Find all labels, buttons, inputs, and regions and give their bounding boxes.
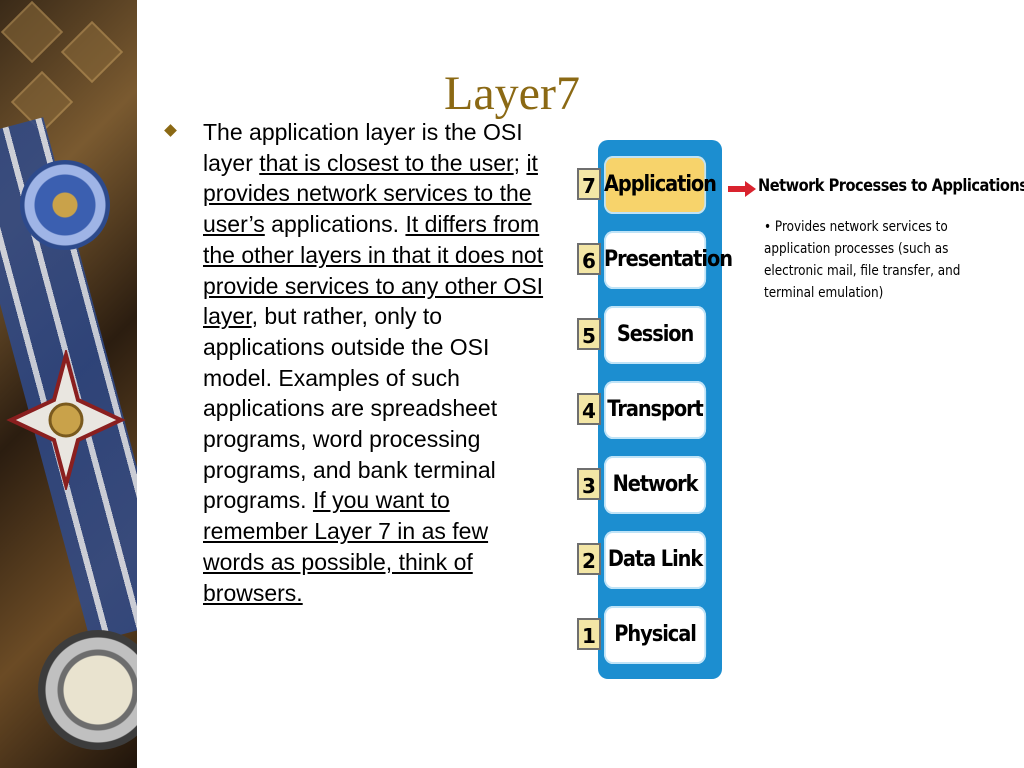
layer-box: Network [604,456,707,514]
layer-number: 6 [577,243,601,275]
layer-number: 2 [577,543,601,575]
layer-box: Transport [604,381,707,439]
callout-title: Network Processes to Applications [758,176,1024,196]
layer-box: Data Link [604,531,707,589]
page-title: Layer7 [444,67,580,121]
text-segment: applications. [264,211,406,238]
callout-description: • Provides network services to applicati… [764,219,961,301]
layer-box: Presentation [604,231,733,289]
bullet-text: The application layer is the OSI layer t… [203,117,552,608]
layer-box: Application [604,156,717,214]
decorative-medal-image [0,0,137,768]
underlined-text: that is closest to the user [259,149,514,176]
layer-number: 1 [577,618,601,650]
arrow-right-icon [728,181,756,197]
layer-number: 5 [577,318,601,350]
text-segment: The application layer is the OSI layer [203,119,523,176]
layer-number: 7 [577,168,601,200]
underlined-text: It differs from the other layers in that… [203,211,544,330]
layer-number: 3 [577,468,601,500]
layer-number: 4 [577,393,601,425]
layer-box: Session [604,306,707,364]
text-segment: ; [513,149,527,176]
text-segment: , but rather, only to applications outsi… [203,303,498,514]
bullet-list: The application layer is the OSI layer t… [164,117,552,608]
layer-box: Physical [604,606,707,664]
underlined-text: If you want to remember Layer 7 in as fe… [203,487,489,606]
diamond-bullet-icon [164,124,177,137]
underlined-text: it provides network services to the user… [203,149,538,238]
